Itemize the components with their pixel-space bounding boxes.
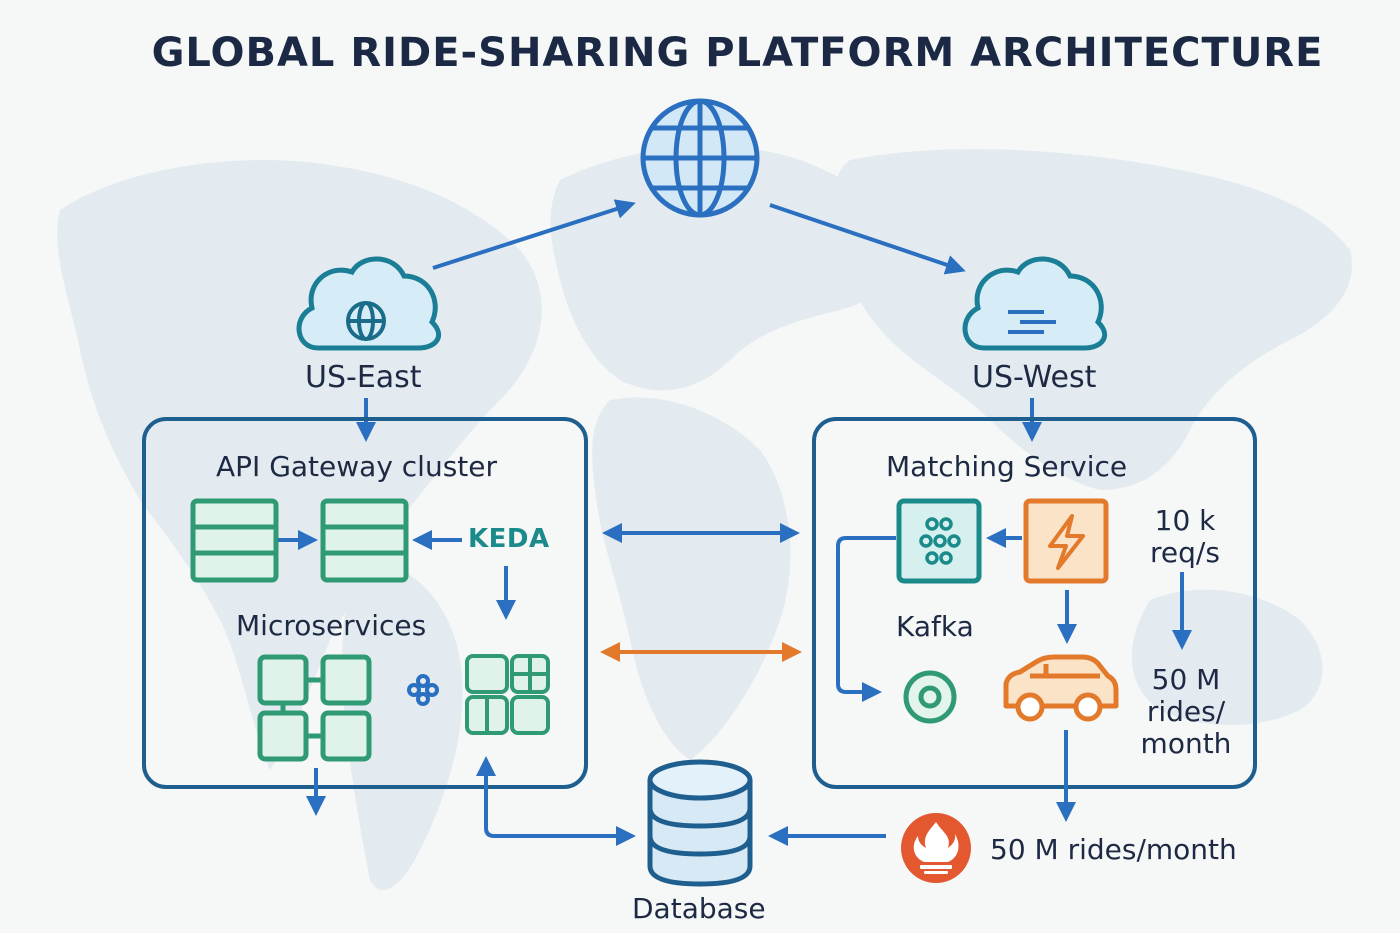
rides-unit-line2: month	[1140, 727, 1232, 760]
region-label-us-west: US-West	[972, 360, 1097, 395]
rides-value: 50 M	[1151, 663, 1221, 696]
arrow-kafka-to-target	[836, 536, 896, 702]
target-icon	[903, 670, 957, 724]
monitoring-metric: 50 M rides/month	[990, 833, 1237, 866]
cloud-globe-icon	[296, 256, 441, 351]
page-title: GLOBAL RIDE-SHARING PLATFORM ARCHITECTUR…	[151, 30, 1324, 76]
server-rack-icon	[190, 498, 279, 583]
lightning-icon	[1023, 498, 1109, 584]
globe-icon	[640, 98, 760, 218]
microservice-grid-icon	[465, 654, 550, 735]
matching-service-title: Matching Service	[886, 450, 1128, 483]
region-label-us-east: US-East	[305, 360, 422, 395]
api-gateway-cluster-title: API Gateway cluster	[216, 450, 498, 483]
rides-unit-line1: rides/	[1146, 695, 1226, 728]
connector-icon	[407, 674, 439, 706]
database-label: Database	[632, 892, 766, 925]
throughput-metric: 10 k req/s	[1130, 505, 1240, 569]
us-east-cluster-box	[142, 417, 588, 789]
us-west-cluster-box	[812, 417, 1257, 789]
arrow-east-to-globe	[432, 199, 636, 270]
database-icon	[647, 759, 753, 887]
keda-label: KEDA	[468, 524, 550, 554]
server-rack-icon	[320, 498, 409, 583]
arrow-microservices-database	[476, 756, 636, 846]
microservice-grid-icon	[257, 654, 372, 762]
car-icon	[1003, 654, 1119, 722]
kafka-icon	[896, 498, 982, 584]
throughput-value: 10 k	[1154, 504, 1216, 537]
arrow-globe-to-west	[769, 203, 966, 275]
kafka-label: Kafka	[896, 610, 974, 643]
throughput-unit: req/s	[1150, 536, 1220, 569]
microservices-title: Microservices	[236, 609, 427, 642]
cloud-network-icon	[962, 256, 1107, 351]
rides-metric: 50 M rides/ month	[1130, 664, 1242, 760]
prometheus-icon	[901, 813, 971, 883]
